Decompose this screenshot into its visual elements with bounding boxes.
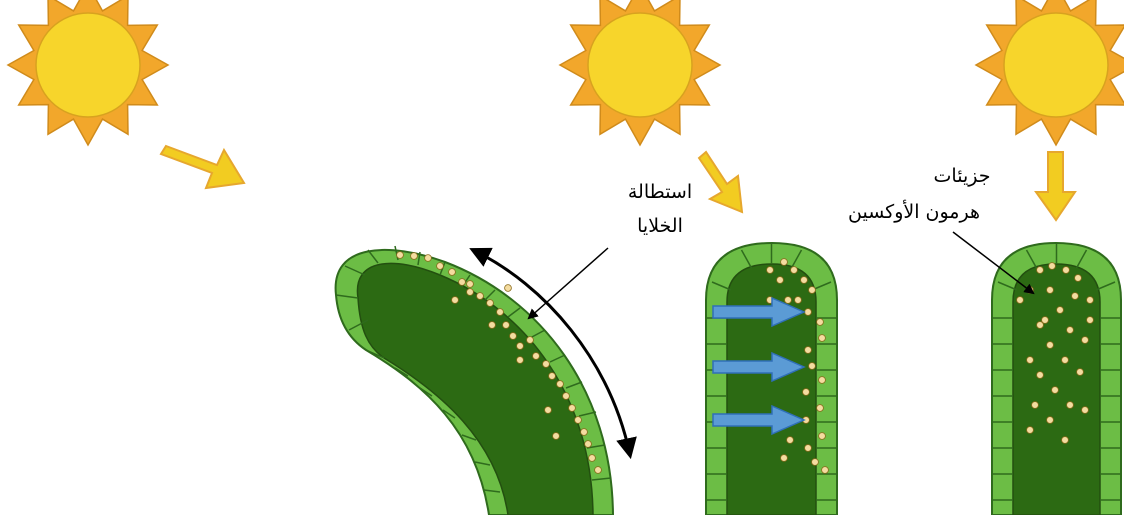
bent-shoot xyxy=(336,246,613,515)
auxin-label-line2: هرمون الأوكسين xyxy=(848,200,980,223)
sun-icon xyxy=(560,0,720,145)
pointer-line xyxy=(529,248,608,318)
light-direction-arrow-icon xyxy=(699,152,742,212)
upright-shoot-auxin-even xyxy=(992,243,1121,515)
cell-elongation-label-line1: استطالة xyxy=(628,181,692,203)
cell-elongation-label-line2: الخلايا xyxy=(637,215,683,237)
sun-icon xyxy=(976,0,1124,145)
auxin-flow-arrows xyxy=(713,298,804,434)
light-direction-arrow-icon xyxy=(1036,152,1075,220)
light-direction-arrow-icon xyxy=(161,146,244,188)
auxin-label-line1: جزيئات xyxy=(934,165,991,187)
sun-icon xyxy=(8,0,168,145)
